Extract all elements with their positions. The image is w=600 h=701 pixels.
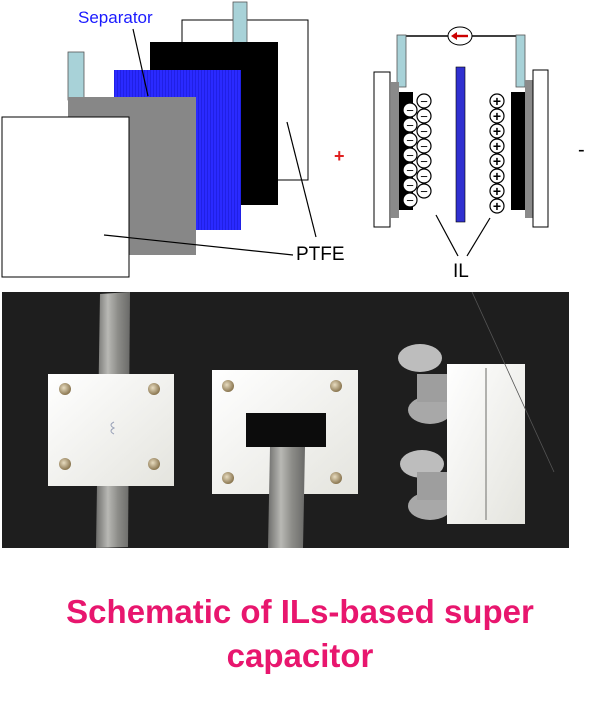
positive-ion: + <box>489 138 505 154</box>
figure-caption: Schematic of ILs-based super capacitor <box>0 590 600 678</box>
caption-line-1: Schematic of ILs-based super <box>66 593 534 630</box>
electrode-tab-left <box>67 51 85 101</box>
current-arrowhead <box>451 32 457 40</box>
svg-text:−: − <box>420 139 428 154</box>
pen-mark <box>110 421 116 435</box>
svg-text:−: − <box>406 178 414 193</box>
separator-label: Separator <box>78 8 153 27</box>
svg-text:−: − <box>406 118 414 133</box>
device-photo <box>2 292 569 548</box>
negative-ion: − <box>416 138 432 154</box>
svg-text:+: + <box>493 138 501 154</box>
positive-ion: + <box>489 123 505 139</box>
svg-text:+: + <box>493 198 501 214</box>
negative-ion: − <box>416 153 432 169</box>
front-white-plate <box>1 116 130 278</box>
svg-text:−: − <box>420 109 428 124</box>
aluminum-strip <box>268 447 305 548</box>
right-current-collector <box>525 80 533 218</box>
screw <box>222 380 234 392</box>
right-electrode-tab <box>515 34 526 88</box>
assembled-cell-front <box>48 292 174 548</box>
right-outer-plate <box>532 69 549 228</box>
cross-section: − − − − − − − − − − − − − − + + + + + + … <box>373 26 549 282</box>
ptfe-leader-front <box>103 234 294 256</box>
svg-text:−: − <box>406 133 414 148</box>
assembled-cell-side <box>398 292 555 524</box>
negative-ion: − <box>416 183 432 199</box>
negative-ion: − <box>402 162 418 178</box>
positive-ion: + <box>489 93 505 109</box>
svg-text:−: − <box>420 94 428 109</box>
negative-ion: − <box>416 123 432 139</box>
svg-text:+: + <box>493 168 501 184</box>
svg-text:+: + <box>493 183 501 199</box>
negative-ion: − <box>402 117 418 133</box>
il-leader-right <box>466 217 491 257</box>
negative-sign: - <box>578 139 585 161</box>
open-cell-with-electrode <box>212 370 358 548</box>
svg-text:+: + <box>493 123 501 139</box>
svg-text:−: − <box>420 184 428 199</box>
left-outer-plate <box>373 71 391 228</box>
separator-leader <box>132 28 149 97</box>
screw <box>59 383 71 395</box>
screw <box>148 383 160 395</box>
right-black-electrode <box>511 92 525 210</box>
negative-ion-column: − − − − − − − − − − − − − − <box>402 93 432 208</box>
positive-ion: + <box>489 153 505 169</box>
positive-ion: + <box>489 198 505 214</box>
wing-nut-top <box>398 344 452 424</box>
ptfe-label: PTFE <box>296 244 345 265</box>
wing-nut-bottom <box>400 450 452 520</box>
negative-ion: − <box>402 192 418 208</box>
wire <box>471 292 555 473</box>
carbon-electrode <box>246 413 326 447</box>
exploded-stack: Separator PTFE <box>1 1 345 278</box>
screw <box>222 472 234 484</box>
svg-text:−: − <box>406 103 414 118</box>
positive-ion: + <box>489 108 505 124</box>
svg-text:−: − <box>420 124 428 139</box>
positive-ion: + <box>489 183 505 199</box>
screw <box>148 458 160 470</box>
negative-ion: − <box>402 132 418 148</box>
left-electrode-tab <box>396 34 407 88</box>
svg-text:+: + <box>493 108 501 124</box>
left-current-collector <box>391 82 399 218</box>
ptfe-leader-back <box>286 121 317 238</box>
negative-ion: − <box>416 108 432 124</box>
svg-text:−: − <box>420 169 428 184</box>
negative-ion: − <box>402 102 418 118</box>
negative-ion: − <box>402 147 418 163</box>
svg-text:+: + <box>493 93 501 109</box>
screw <box>59 458 71 470</box>
svg-text:−: − <box>406 193 414 208</box>
negative-ion: − <box>416 168 432 184</box>
positive-sign: + <box>334 146 345 166</box>
screw <box>330 380 342 392</box>
svg-text:−: − <box>406 163 414 178</box>
negative-ion: − <box>402 177 418 193</box>
positive-ion: + <box>489 168 505 184</box>
svg-text:+: + <box>493 153 501 169</box>
capacitor-schematic: Separator PTFE + − <box>1 1 585 282</box>
screw <box>330 472 342 484</box>
negative-ion: − <box>416 93 432 109</box>
caption-line-2: capacitor <box>226 637 374 674</box>
center-separator <box>455 66 466 223</box>
il-leader-left <box>435 214 459 257</box>
il-label: IL <box>453 261 469 282</box>
svg-text:−: − <box>406 148 414 163</box>
svg-text:−: − <box>420 154 428 169</box>
positive-ion-column: + + + + + + + + <box>489 93 505 214</box>
